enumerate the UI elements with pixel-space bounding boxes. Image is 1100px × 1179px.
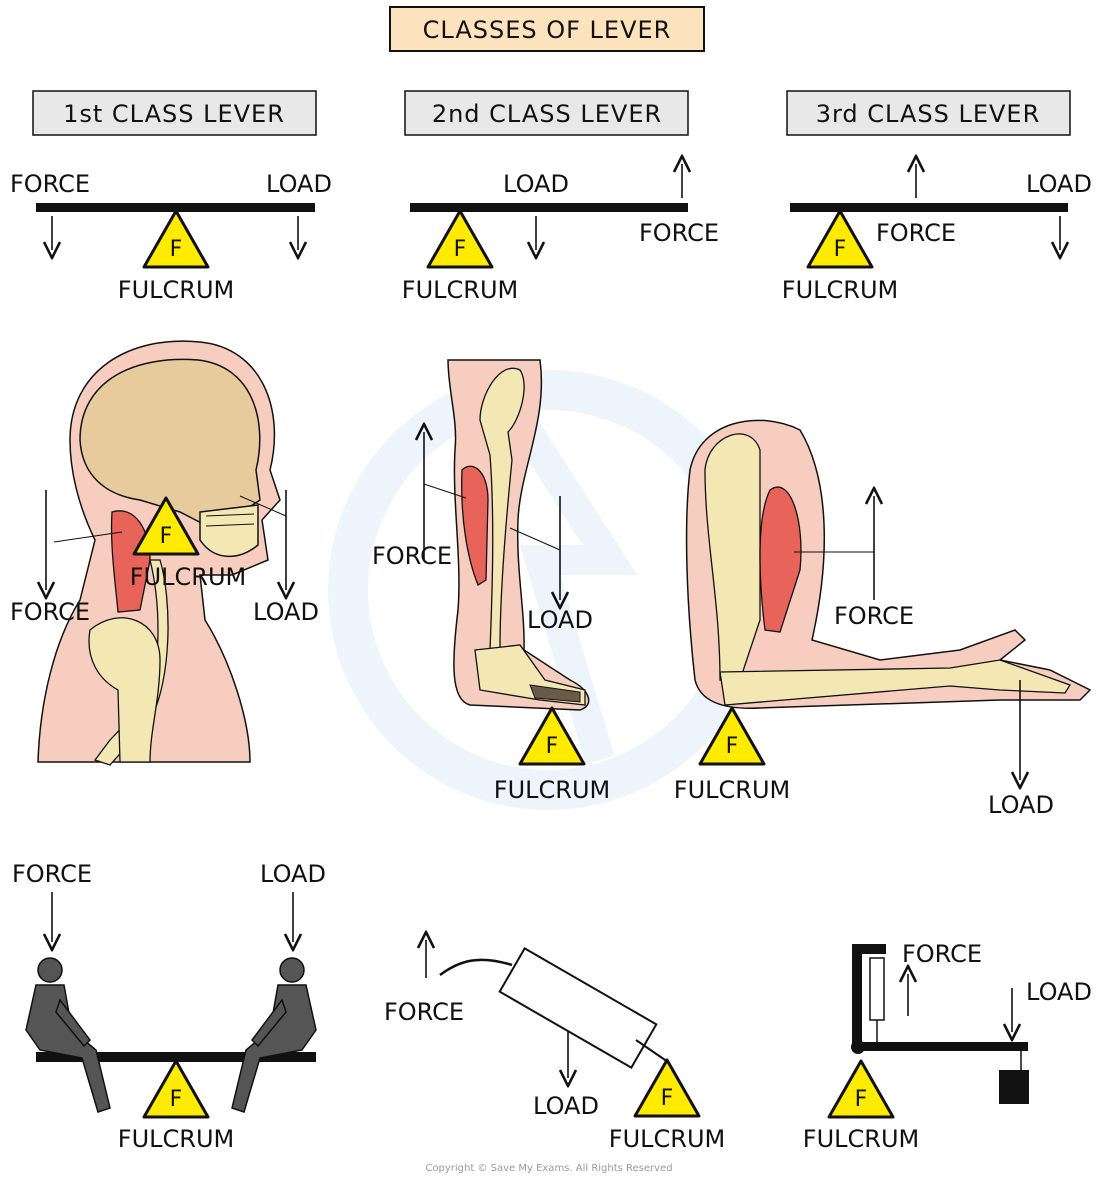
fulcrum-letter: F	[546, 734, 559, 759]
force-label: FORCE	[384, 998, 464, 1026]
lever-bar	[790, 203, 1068, 212]
shoulder-bone	[88, 617, 161, 763]
class-heading-label: 1st CLASS LEVER	[63, 100, 285, 128]
fulcrum-label: FULCRUM	[782, 276, 898, 304]
lever-schematic-2: F LOAD FORCE FULCRUM	[402, 164, 719, 304]
neck-muscle	[110, 510, 151, 613]
person-right-icon	[231, 957, 317, 1113]
fulcrum-letter: F	[726, 734, 739, 759]
load-pointer	[239, 495, 287, 517]
lever-bar	[36, 203, 315, 212]
leg-skin	[447, 359, 590, 711]
load-label: LOAD	[527, 606, 593, 634]
lever-schematic-3: F FORCE LOAD FULCRUM	[782, 164, 1092, 304]
force-pointer	[53, 531, 123, 543]
bicep-muscle	[759, 486, 802, 633]
arm-illustration: F FORCE LOAD FULCRUM	[674, 419, 1092, 819]
fulcrum-letter: F	[170, 237, 183, 262]
barrow-strut	[635, 1039, 669, 1063]
person-left-icon	[25, 957, 111, 1113]
jaw	[199, 504, 259, 558]
crane-boom	[852, 1042, 1028, 1051]
page-title: CLASSES OF LEVER	[423, 16, 672, 44]
handle	[439, 958, 513, 977]
seesaw-plank	[36, 1052, 316, 1062]
fulcrum-label: FULCRUM	[674, 776, 790, 804]
force-label: FORCE	[372, 542, 452, 570]
fulcrum-label: FULCRUM	[118, 1125, 234, 1153]
force-label: FORCE	[639, 219, 719, 247]
crane-example: F FORCE LOAD FULCRUM	[803, 940, 1092, 1153]
force-label: FORCE	[10, 598, 90, 626]
class-heading-3: 3rd CLASS LEVER	[786, 90, 1071, 136]
load-label: LOAD	[260, 860, 326, 888]
humerus	[704, 433, 761, 681]
fulcrum-label: FULCRUM	[118, 276, 234, 304]
load-pointer	[509, 527, 561, 551]
crane-top	[852, 944, 886, 954]
fulcrum-letter: F	[834, 237, 847, 262]
force-pointer	[423, 483, 467, 499]
load-label: LOAD	[1026, 978, 1092, 1006]
fulcrum-label: FULCRUM	[402, 276, 518, 304]
title-box: CLASSES OF LEVER	[389, 6, 705, 52]
calf-muscle	[461, 465, 489, 586]
wheelbarrow-example: F FORCE LOAD FULCRUM	[384, 940, 725, 1153]
fulcrum-letter: F	[454, 237, 467, 262]
fulcrum-letter: F	[160, 524, 173, 549]
fulcrum-label: FULCRUM	[609, 1125, 725, 1153]
skull	[79, 358, 261, 531]
teeth	[205, 513, 255, 527]
fulcrum-letter: F	[661, 1086, 674, 1111]
barrow-box	[498, 946, 658, 1070]
load-label: LOAD	[1026, 170, 1092, 198]
crane-pivot	[851, 1040, 865, 1054]
force-label: FORCE	[902, 940, 982, 968]
force-label: FORCE	[876, 219, 956, 247]
class-heading-2: 2nd CLASS LEVER	[404, 90, 689, 136]
fulcrum-label: FULCRUM	[803, 1125, 919, 1153]
fulcrum-letter: F	[170, 1087, 183, 1112]
class-heading-label: 3rd CLASS LEVER	[816, 100, 1041, 128]
fulcrum-letter: F	[855, 1087, 868, 1112]
load-label: LOAD	[988, 791, 1054, 819]
foot-sole	[529, 684, 581, 703]
force-label: FORCE	[10, 170, 90, 198]
copyright-text: Copyright © Save My Exams. All Rights Re…	[425, 1163, 672, 1174]
load-weight	[999, 1070, 1029, 1104]
shin-bone	[479, 367, 525, 651]
load-label: LOAD	[266, 170, 332, 198]
force-label: FORCE	[834, 602, 914, 630]
piston	[869, 957, 885, 1021]
fulcrum-label: FULCRUM	[494, 776, 610, 804]
force-label: FORCE	[12, 860, 92, 888]
load-label: LOAD	[253, 598, 319, 626]
crane-post	[852, 944, 862, 1048]
lever-bar	[410, 203, 688, 212]
lever-schematic-1: F FORCE LOAD FULCRUM	[10, 170, 332, 304]
class-heading-1: 1st CLASS LEVER	[32, 90, 317, 136]
head-neck-illustration: F FULCRUM FORCE LOAD	[10, 340, 319, 766]
leg-foot-illustration: F FORCE LOAD FULCRUM	[372, 359, 610, 804]
load-label: LOAD	[503, 170, 569, 198]
seesaw-example: F FORCE LOAD FULCRUM	[12, 860, 326, 1153]
load-label: LOAD	[533, 1092, 599, 1120]
class-heading-label: 2nd CLASS LEVER	[432, 100, 662, 128]
forearm-bones	[719, 659, 1071, 706]
fulcrum-label: FULCRUM	[130, 563, 246, 591]
